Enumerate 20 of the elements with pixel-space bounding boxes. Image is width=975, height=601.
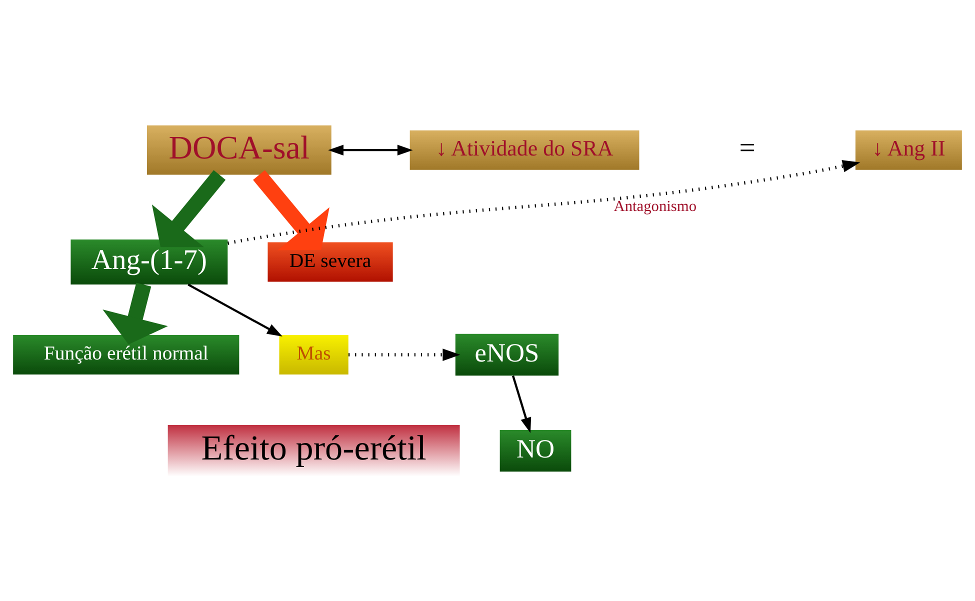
arrow [253, 170, 330, 250]
node-box: eNOS [455, 333, 559, 376]
arrow [227, 160, 860, 244]
arrow [102, 282, 168, 344]
node-box: Função erétil normal [13, 334, 240, 374]
node-box: ↓ Atividade do SRA [410, 130, 640, 170]
node-box: ↓ Ang II [855, 130, 962, 170]
arrow [328, 144, 413, 155]
node-box: Efeito pró-erétil [168, 424, 460, 476]
node-box: DE severa [268, 242, 393, 282]
arrow [188, 283, 282, 336]
arrow [512, 374, 532, 433]
label: = [739, 132, 756, 164]
edge-label: Antagonismo [614, 198, 697, 215]
arrow [152, 170, 226, 247]
arrow [348, 348, 460, 360]
node-box: NO [500, 429, 572, 472]
node-box: DOCA-sal [146, 124, 332, 174]
node-box: Mas [279, 334, 348, 374]
node-box: Ang-(1-7) [70, 239, 228, 284]
